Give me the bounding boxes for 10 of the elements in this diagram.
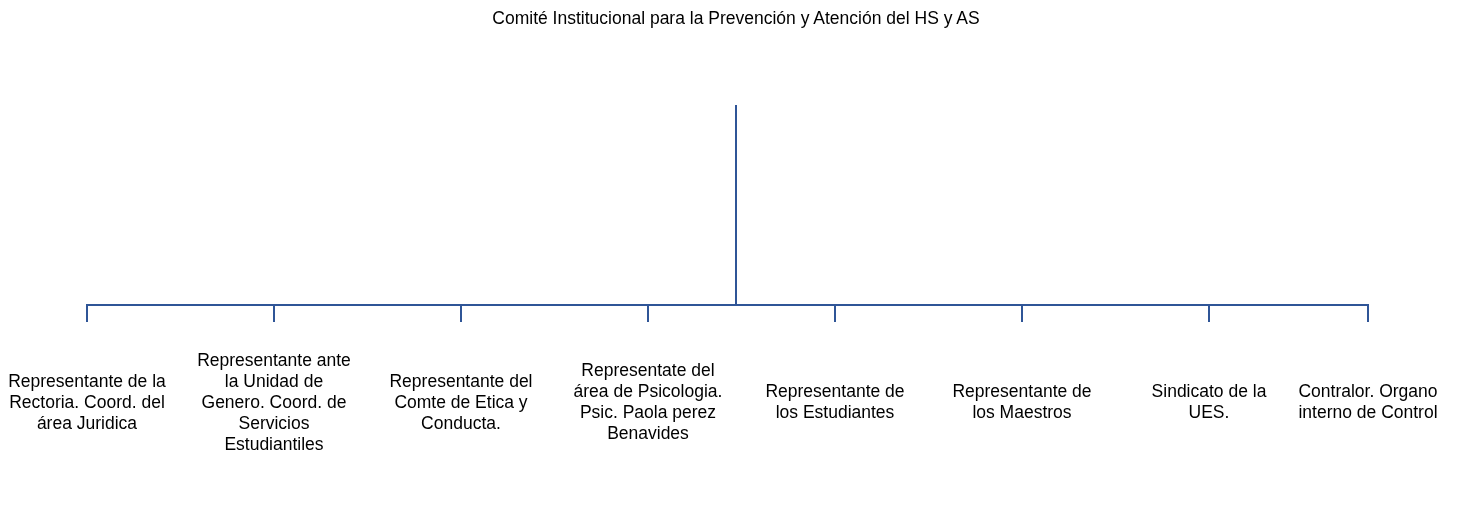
member-label: Representante de los Maestros <box>951 381 1093 423</box>
member-label: Representante de la Rectoria. Coord. del área Juridica <box>7 370 167 434</box>
member-label: Representante de los Estudiantes <box>764 381 906 423</box>
member-label: Contralor. Organo interno de Control <box>1297 381 1439 423</box>
committee-title: Comité Institucional para la Prevención y Atención del HS y AS <box>492 8 980 29</box>
member-label: Sindicato de la UES. <box>1150 381 1268 423</box>
member-label: Representante ante la Unidad de Genero. Coord. de Servicios Estudiantiles <box>196 349 352 455</box>
member-label: Representate del área de Psicologia. Psic. Paola perez Benavides <box>572 360 724 444</box>
connector-line <box>735 104 1369 323</box>
member-label: Representante del Comte de Etica y Conducta. <box>388 370 534 434</box>
